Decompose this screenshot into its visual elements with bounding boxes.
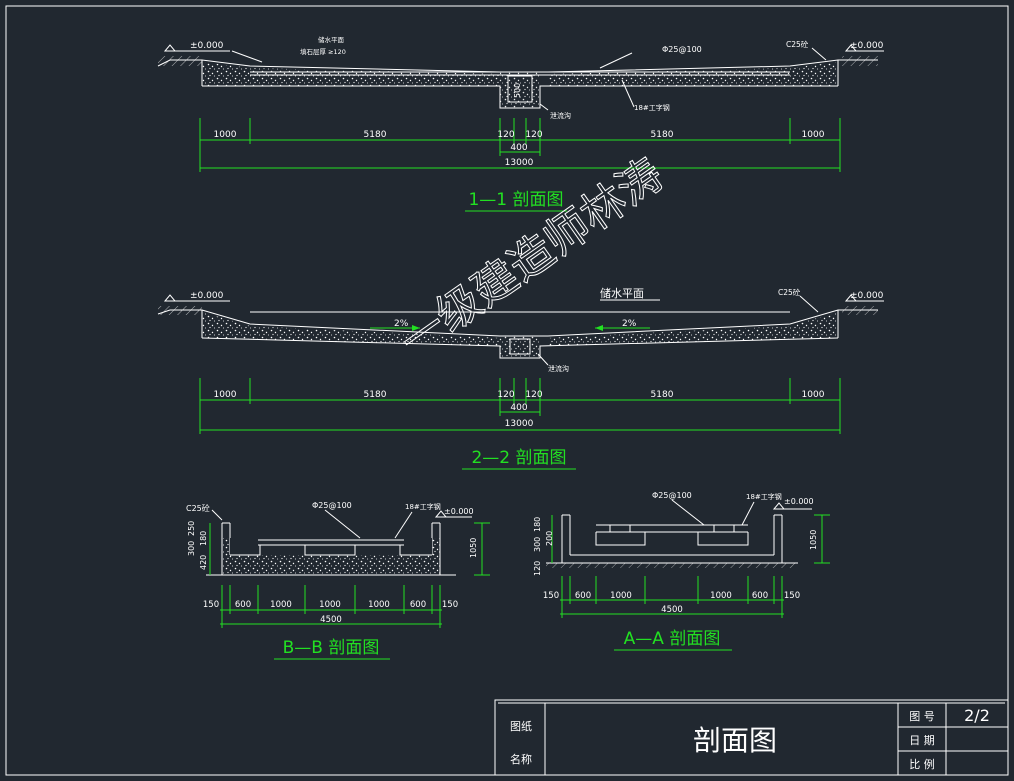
concrete-label: C25砼 [778, 287, 801, 297]
channel-depth: 500 [513, 83, 522, 98]
left-dim: 300 [533, 537, 542, 552]
rebar-label: Φ25@100 [662, 45, 702, 54]
level-right: ±0.000 [850, 41, 884, 51]
section-a-a: Φ25@100 18#工字钢 ±0.000 180 300 200 120 10… [533, 491, 830, 651]
left-dim: 200 [545, 531, 554, 546]
steel-label: 18#工字钢 [746, 492, 782, 501]
drain-label: 泄流沟 [550, 111, 571, 120]
water-level-label: 储水平面 [600, 286, 644, 300]
rebar-label: Φ25@100 [652, 491, 692, 500]
slope-left: 2% [394, 319, 409, 329]
label-drawing: 图纸 [510, 720, 532, 733]
level-right: ±0.000 [850, 291, 884, 301]
rebar-label: Φ25@100 [312, 501, 352, 510]
dim: 1000 [214, 130, 237, 140]
level-left: ±0.000 [190, 41, 224, 51]
level-left: ±0.000 [190, 291, 224, 301]
drain-label: 泄流沟 [548, 364, 569, 373]
slope-right: 2% [622, 319, 637, 329]
dim: 150 [543, 591, 559, 601]
sheet-value: 2/2 [964, 706, 990, 725]
dim-total: 4500 [320, 615, 342, 625]
dim: 5180 [651, 390, 674, 400]
height-dim: 1050 [469, 538, 478, 558]
concrete-label: C25砼 [786, 39, 809, 49]
dim: 5180 [364, 130, 387, 140]
dim: 600 [752, 591, 768, 601]
height-dim: 1050 [809, 530, 818, 550]
section-title-a-a: A—A 剖面图 [624, 629, 721, 649]
left-dim: 120 [533, 561, 542, 576]
label-date: 日 期 [909, 734, 935, 747]
dims-2-2: 1000 5180 120 120 5180 1000 400 13000 [199, 378, 841, 434]
section-title-1-1: 1—1 剖面图 [468, 190, 563, 210]
dim: 1000 [270, 600, 292, 610]
dim: 1000 [802, 130, 825, 140]
dim: 1000 [319, 600, 341, 610]
dim-total: 4500 [661, 605, 683, 615]
dim: 120 [497, 390, 514, 400]
left-dim: 180 [199, 531, 208, 546]
left-dim: 300 [187, 541, 196, 556]
level-label: ±0.000 [784, 497, 814, 506]
title-block: 图纸 名称 剖面图 图 号 2/2 日 期 比 例 [494, 699, 1009, 776]
dim-mid: 400 [510, 143, 527, 153]
concrete-label: C25砼 [186, 503, 210, 513]
left-dim: 250 [187, 521, 196, 536]
dim: 120 [497, 130, 514, 140]
dim-total: 13000 [505, 419, 534, 429]
steel-label: 18#工字钢 [634, 103, 670, 112]
dim: 1000 [368, 600, 390, 610]
dim: 150 [203, 600, 219, 610]
section-2-2: ±0.000 ±0.000 储水平面 C25砼 2% 2% 泄流沟 1000 5… [157, 286, 884, 470]
dim: 5180 [651, 130, 674, 140]
dim: 600 [575, 591, 591, 601]
level-label: ±0.000 [444, 507, 474, 516]
note-top-1: 储水平面 [318, 35, 345, 44]
steel-label: 18#工字钢 [405, 502, 441, 511]
dims-1-1: 1000 5180 120 120 5180 1000 400 13000 [199, 118, 841, 172]
dim: 600 [235, 600, 251, 610]
section-title-2-2: 2—2 剖面图 [471, 448, 566, 468]
dim: 600 [410, 600, 426, 610]
dim: 150 [442, 600, 458, 610]
section-title-b-b: B—B 剖面图 [283, 638, 380, 658]
section-1-1: ±0.000 ±0.000 储水平面 填石层厚 ≥120 Φ25@100 C25… [157, 35, 884, 212]
left-dim: 420 [199, 555, 208, 570]
label-name: 名称 [510, 752, 532, 766]
dim: 150 [784, 591, 800, 601]
section-b-b: C25砼 Φ25@100 18#工字钢 ±0.000 250 300 180 4… [186, 501, 490, 660]
dim-mid: 400 [510, 403, 527, 413]
note-top-2: 填石层厚 ≥120 [300, 47, 346, 56]
dim-total: 13000 [505, 158, 534, 168]
dim: 1000 [710, 591, 732, 601]
dim: 5180 [364, 390, 387, 400]
label-scale: 比 例 [909, 757, 935, 771]
dim: 120 [525, 130, 542, 140]
drawing-name: 剖面图 [693, 724, 777, 757]
label-sheet: 图 号 [909, 710, 935, 723]
dim: 1000 [214, 390, 237, 400]
left-dim: 180 [533, 517, 542, 532]
dim: 1000 [802, 390, 825, 400]
dim: 1000 [610, 591, 632, 601]
dim: 120 [525, 390, 542, 400]
